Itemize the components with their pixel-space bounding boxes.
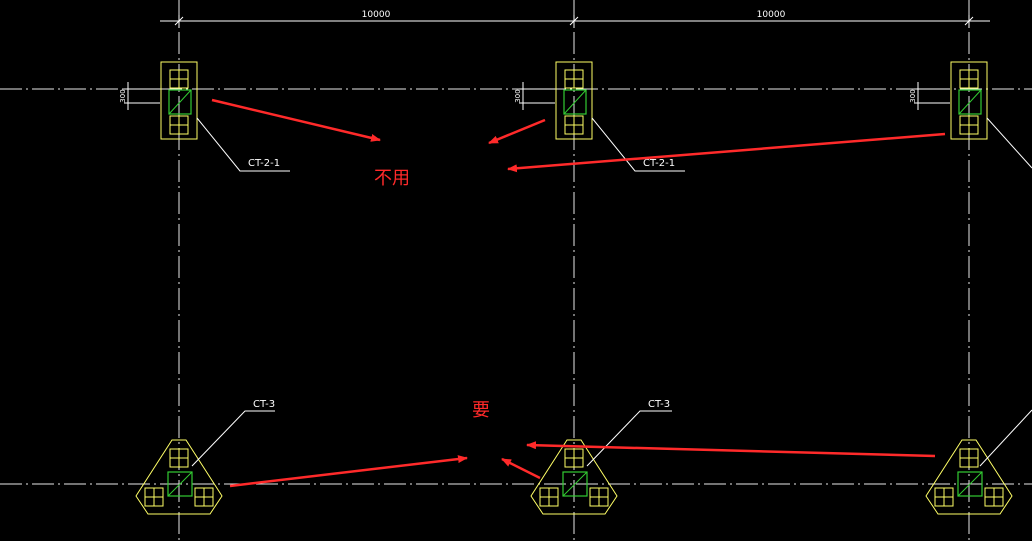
annotation-arrows: [211, 98, 946, 488]
dimension-label-left-span: 10000: [362, 10, 391, 20]
pile-cap-label-bottom-2: CT-3: [648, 399, 670, 410]
pile-cap-label-bottom-1: CT-3: [253, 399, 275, 410]
pile-cap-label-top-1: CT-2-1: [248, 158, 280, 169]
arrow-needed-3: [526, 441, 936, 458]
column-bottom-right: [957, 471, 983, 497]
pile-cap-top-left: [160, 61, 198, 140]
arrow-not-needed-1: [211, 98, 381, 142]
dimension-line-top: [160, 15, 990, 28]
arrow-needed-1: [229, 455, 468, 488]
offset-dimension-ticks: [124, 82, 950, 110]
note-not-needed: 不用: [374, 168, 410, 189]
pile-cap-label-top-2: CT-2-1: [643, 158, 675, 169]
pile-cap-bottom-middle: [530, 439, 618, 515]
arrow-not-needed-2: [488, 118, 546, 145]
arrow-not-needed-3: [507, 132, 946, 173]
leader-lines-top: [196, 117, 1032, 172]
offset-label-3: 300: [909, 89, 917, 102]
column-bottom-left: [167, 471, 193, 497]
dimension-label-right-span: 10000: [757, 10, 786, 20]
note-needed: 要: [472, 400, 490, 421]
column-top-middle: [563, 89, 587, 115]
offset-label-1: 300: [119, 89, 127, 102]
pile-cap-top-right: [950, 61, 988, 140]
arrow-needed-2: [501, 457, 541, 480]
offset-label-2: 300: [514, 89, 522, 102]
column-top-left: [168, 89, 192, 115]
leader-lines-bottom: [191, 409, 1032, 467]
pile-cap-bottom-right: [925, 439, 1013, 515]
pile-cap-top-middle: [555, 61, 593, 140]
column-top-right: [958, 89, 982, 115]
pile-cap-bottom-left: [135, 439, 223, 515]
column-bottom-middle: [562, 471, 588, 497]
